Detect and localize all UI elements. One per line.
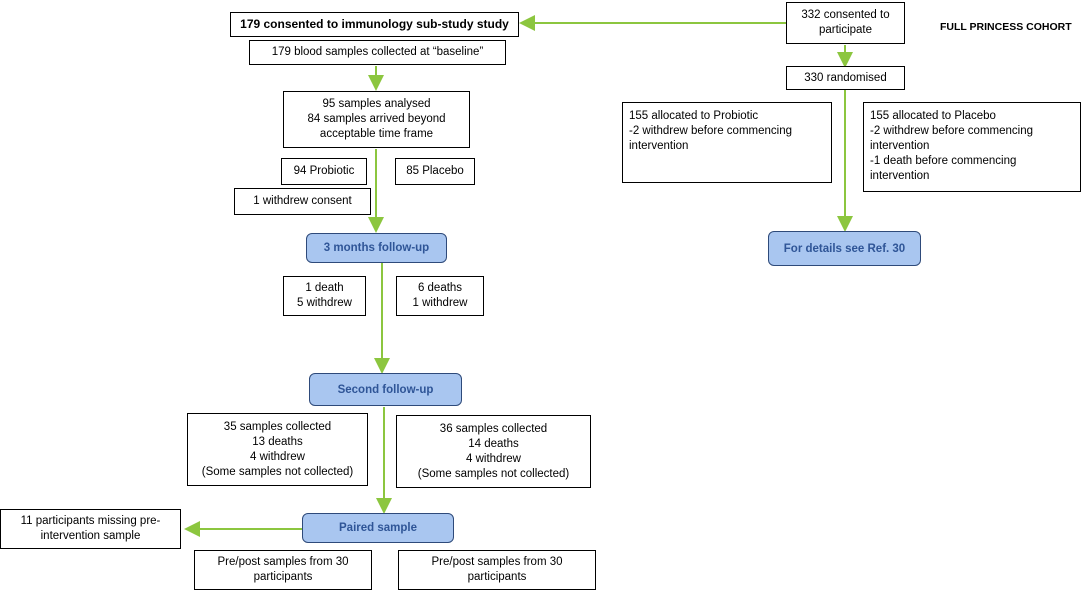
probiotic-allocation-line-3: intervention [629,140,689,152]
placebo-2nd-line-4: (Some samples not collected) [417,467,570,480]
baseline-samples-box: 179 blood samples collected at “baseline… [249,40,506,65]
cohort-consented-box: 332 consented to participate [786,2,905,44]
placebo-allocation-line-3: intervention [870,140,930,152]
probiotic-allocation-line-1: 155 allocated to Probiotic [629,110,759,122]
three-month-followup-label: 3 months follow-up [323,242,430,254]
probiotic-3m-line-2: 5 withdrew [297,297,352,309]
placebo-3m-line-1: 6 deaths [417,282,463,294]
substudy-consented-box: 179 consented to immunology sub-study st… [230,12,519,37]
probiotic-allocation-line-2: -2 withdrew before commencing [629,125,792,137]
placebo-group-box: 85 Placebo [395,158,475,185]
placebo-paired-box: Pre/post samples from 30 participants [398,550,596,590]
analysed-line-1: 95 samples analysed [322,98,431,110]
missing-preintervention-box: 11 participants missing pre- interventio… [0,509,181,549]
placebo-paired-line-2: participants [467,571,527,583]
details-reference-node: For details see Ref. 30 [768,231,921,266]
randomised-box: 330 randomised [786,66,905,90]
placebo-allocation-box: 155 allocated to Placebo -2 withdrew bef… [863,102,1081,192]
three-month-followup-node: 3 months follow-up [306,233,447,263]
full-cohort-label: FULL PRINCESS COHORT [940,21,1072,33]
placebo-allocation-line-5: intervention [870,170,930,182]
probiotic-group-box: 94 Probiotic [281,158,367,185]
probiotic-3m-outcomes-box: 1 death 5 withdrew [283,276,366,316]
placebo-group-text: 85 Placebo [406,165,464,177]
samples-analysed-box: 95 samples analysed 84 samples arrived b… [283,91,470,148]
probiotic-2nd-line-1: 35 samples collected [223,420,332,433]
probiotic-allocation-box: 155 allocated to Probiotic -2 withdrew b… [622,102,832,183]
placebo-allocation-line-1: 155 allocated to Placebo [870,110,996,122]
placebo-second-outcomes-box: 36 samples collected 14 deaths 4 withdre… [396,415,591,488]
cohort-consented-line-2: participate [818,24,873,36]
placebo-allocation-line-2: -2 withdrew before commencing [870,125,1033,137]
placebo-allocation-line-4: -1 death before commencing [870,155,1017,167]
placebo-paired-line-1: Pre/post samples from 30 [431,556,563,568]
probiotic-paired-box: Pre/post samples from 30 participants [194,550,372,590]
cohort-consented-line-1: 332 consented to [801,9,890,21]
analysed-line-3: acceptable time frame [319,128,434,140]
missing-line-2: intervention sample [40,530,141,542]
probiotic-paired-line-2: participants [253,571,313,583]
placebo-3m-line-2: 1 withdrew [412,297,468,309]
paired-sample-label: Paired sample [339,522,417,534]
probiotic-second-outcomes-box: 35 samples collected 13 deaths 4 withdre… [187,413,368,486]
probiotic-paired-line-1: Pre/post samples from 30 [217,556,349,568]
withdrew-consent-box: 1 withdrew consent [234,188,371,215]
probiotic-2nd-line-3: 4 withdrew [250,450,305,463]
placebo-2nd-line-3: 4 withdrew [466,452,521,465]
probiotic-2nd-line-2: 13 deaths [252,435,303,448]
probiotic-3m-line-1: 1 death [305,282,344,294]
substudy-consented-text: 179 consented to immunology sub-study st… [240,17,509,31]
baseline-samples-text: 179 blood samples collected at “baseline… [271,46,484,58]
second-followup-label: Second follow-up [337,383,434,396]
paired-sample-node: Paired sample [302,513,454,543]
missing-line-1: 11 participants missing pre- [20,515,161,527]
placebo-2nd-line-2: 14 deaths [468,437,519,450]
placebo-3m-outcomes-box: 6 deaths 1 withdrew [396,276,484,316]
second-followup-node: Second follow-up [309,373,462,406]
analysed-line-2: 84 samples arrived beyond [307,113,446,125]
probiotic-group-text: 94 Probiotic [293,165,355,177]
withdrew-consent-text: 1 withdrew consent [253,195,352,207]
placebo-2nd-line-1: 36 samples collected [439,422,548,435]
details-reference-label: For details see Ref. 30 [783,242,906,255]
probiotic-2nd-line-4: (Some samples not collected) [201,465,354,478]
randomised-text: 330 randomised [804,71,887,84]
